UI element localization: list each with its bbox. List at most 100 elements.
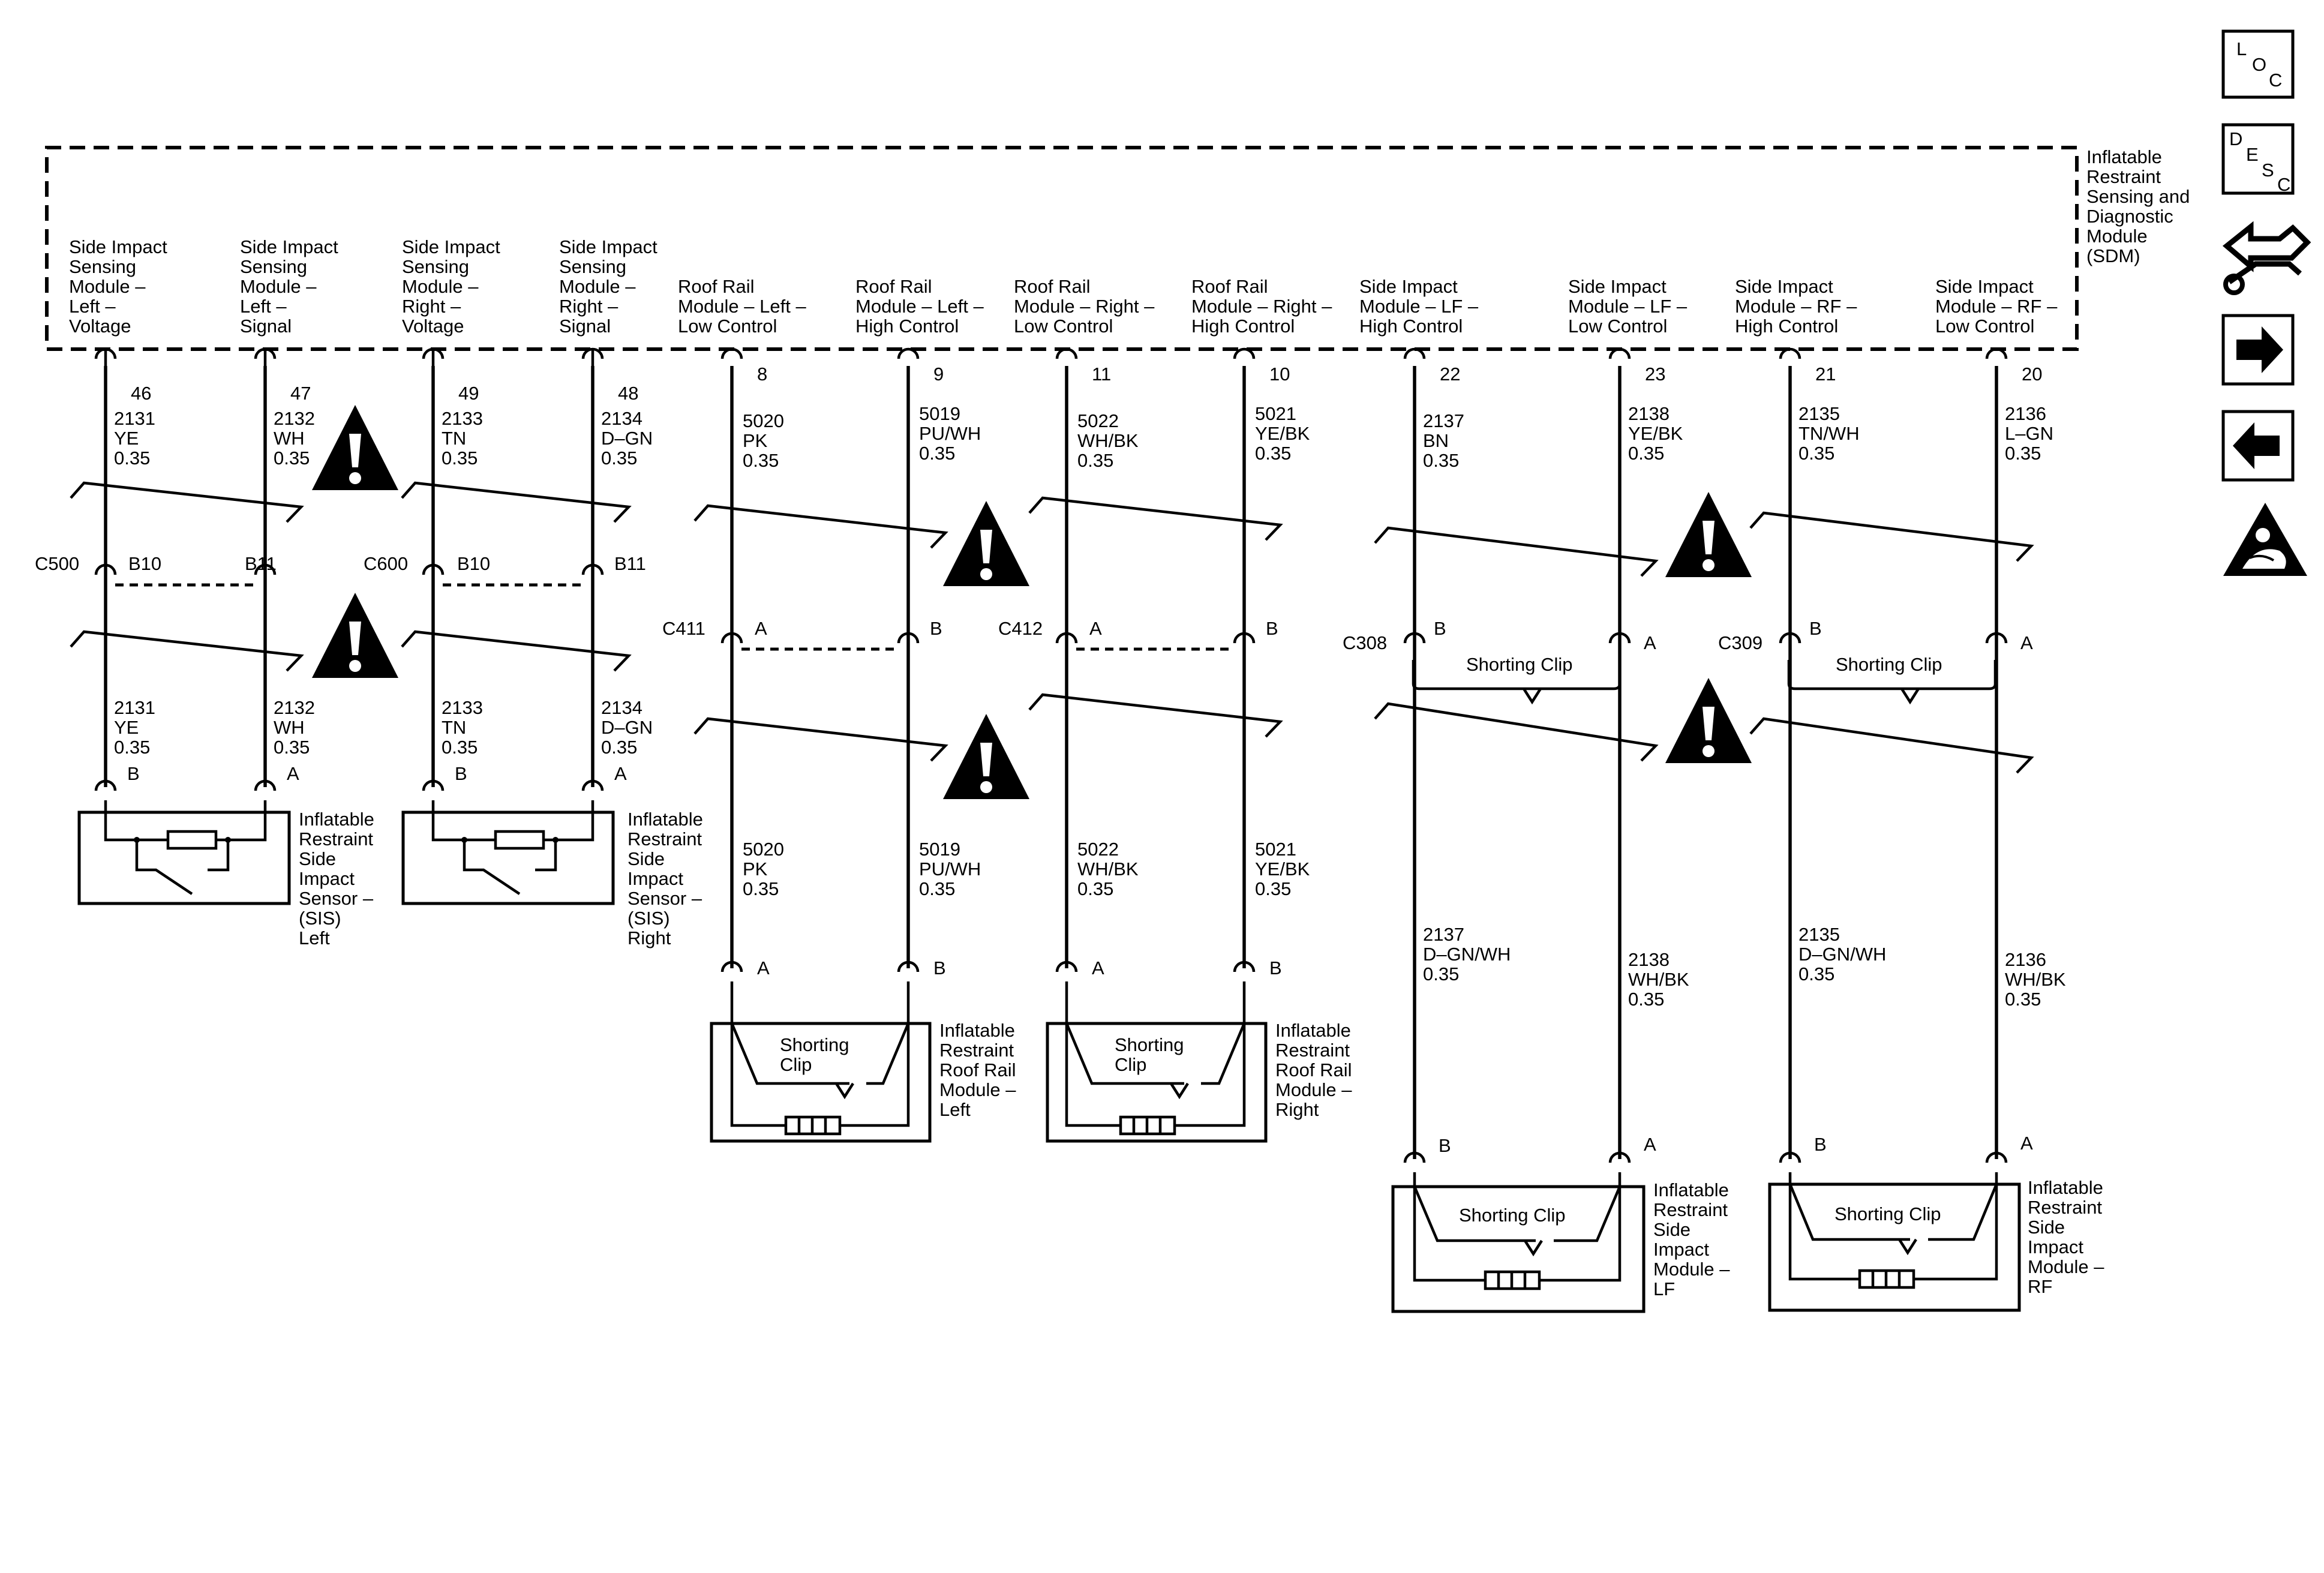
sdm-module-label: Inflatable Restraint Sensing and Diagnos… (2086, 146, 2190, 266)
svg-text:Impact: Impact (627, 868, 683, 889)
svg-text:5019: 5019 (919, 839, 960, 860)
svg-text:5022: 5022 (1077, 410, 1119, 431)
connector-c500: C500 B10 B11 (35, 553, 277, 587)
svg-text:A: A (1089, 618, 1102, 639)
sdm-pin-label-20: Side Impact Module – RF – Low Control (1935, 276, 2058, 337)
arrow-left-icon[interactable] (2221, 410, 2295, 482)
svg-text:Side: Side (299, 848, 336, 869)
warning-icon[interactable] (1665, 678, 1752, 763)
desc-icon[interactable]: D E S C (2221, 123, 2295, 195)
svg-text:0.35: 0.35 (1628, 989, 1664, 1010)
svg-text:WH/BK: WH/BK (1077, 858, 1139, 879)
svg-text:Module – Left –: Module – Left – (855, 296, 984, 317)
sdm-label-line: Restraint (2086, 166, 2161, 187)
svg-text:0.35: 0.35 (1423, 963, 1459, 984)
svg-text:Side: Side (1653, 1219, 1691, 1240)
svg-text:2132: 2132 (274, 697, 315, 718)
warning-icon[interactable] (943, 501, 1029, 586)
svg-text:Low Control: Low Control (1014, 316, 1113, 337)
svg-text:B11: B11 (614, 553, 646, 574)
svg-text:0.35: 0.35 (442, 737, 478, 758)
svg-text:Module – Right –: Module – Right – (1014, 296, 1155, 317)
pin-label: A (757, 957, 770, 978)
shorting-clip-label: Shorting (780, 1034, 849, 1055)
shorting-clip-label: Shorting Clip (1459, 1205, 1565, 1226)
svg-text:B: B (1266, 618, 1278, 639)
svg-text:2136: 2136 (2005, 403, 2046, 424)
svg-text:2135: 2135 (1798, 924, 1840, 945)
svg-text:WH: WH (274, 717, 305, 738)
svg-text:2136: 2136 (2005, 949, 2046, 970)
svg-text:Module – RF –: Module – RF – (1735, 296, 1857, 317)
warning-icon[interactable] (1665, 492, 1752, 577)
pin-label: A (614, 763, 627, 784)
svg-text:0.35: 0.35 (743, 878, 779, 899)
svg-text:Sensor –: Sensor – (299, 888, 374, 909)
airbag-warning-icon[interactable] (2223, 503, 2307, 576)
svg-text:RF: RF (2028, 1276, 2052, 1297)
svg-text:PK: PK (743, 858, 768, 879)
svg-text:Module –: Module – (1275, 1079, 1352, 1100)
svg-text:Side: Side (627, 848, 665, 869)
svg-text:LF: LF (1653, 1278, 1675, 1299)
svg-text:Low Control: Low Control (1568, 316, 1667, 337)
connector-tool-icon[interactable] (2222, 221, 2311, 295)
side-impact-module-rf: B A Shorting Clip Inflatable Restraint S… (1768, 1133, 2104, 1312)
sdm-pin-label-49: Side Impact Sensing Module – Right – Vol… (402, 236, 500, 337)
svg-text:Signal: Signal (559, 316, 611, 337)
svg-text:Right: Right (627, 927, 671, 948)
svg-text:Voltage: Voltage (69, 316, 131, 337)
pin-label: B (933, 957, 946, 978)
warning-icon[interactable] (943, 714, 1029, 799)
arrow-right-icon[interactable] (2221, 314, 2295, 386)
svg-text:High Control: High Control (1191, 316, 1295, 337)
sdm-pin-label-9: Roof Rail Module – Left – High Control (855, 276, 984, 337)
pin-number: 21 (1815, 364, 1836, 385)
pin-number: 8 (757, 364, 767, 385)
svg-text:Roof Rail: Roof Rail (1014, 276, 1091, 297)
connector-c600: C600 B10 B11 (364, 553, 646, 587)
svg-text:B: B (1434, 618, 1446, 639)
svg-text:C500: C500 (35, 553, 79, 574)
twisted-pair-marks (70, 481, 2034, 774)
svg-text:Restraint: Restraint (2028, 1197, 2102, 1218)
svg-text:Low Control: Low Control (678, 316, 777, 337)
svg-text:High Control: High Control (1359, 316, 1463, 337)
svg-text:C600: C600 (364, 553, 408, 574)
svg-text:5019: 5019 (919, 403, 960, 424)
svg-text:WH: WH (274, 428, 305, 449)
loc-icon[interactable]: L O C (2221, 29, 2295, 99)
svg-text:Impact: Impact (2028, 1236, 2083, 1257)
svg-text:D–GN: D–GN (601, 717, 653, 738)
svg-text:0.35: 0.35 (1423, 450, 1459, 471)
svg-text:Side Impact: Side Impact (69, 236, 167, 257)
svg-text:YE/BK: YE/BK (1255, 423, 1310, 444)
pin-number: 23 (1645, 364, 1665, 385)
svg-text:Sensing: Sensing (559, 256, 626, 277)
pin-label: A (2020, 1133, 2033, 1154)
svg-text:2137: 2137 (1423, 924, 1464, 945)
svg-text:0.35: 0.35 (601, 737, 637, 758)
svg-text:Sensing: Sensing (69, 256, 136, 277)
warning-icon[interactable] (312, 593, 398, 678)
side-impact-lf-label: Inflatable Restraint Side Impact Module … (1653, 1179, 1730, 1299)
svg-text:Side Impact: Side Impact (1935, 276, 2034, 297)
terminal-symbols (94, 347, 2008, 1163)
svg-text:PK: PK (743, 430, 768, 451)
svg-text:YE: YE (114, 428, 139, 449)
connector-c309: C309 B A Shorting Clip (1718, 618, 2033, 705)
svg-text:Side Impact: Side Impact (559, 236, 657, 257)
svg-text:Low Control: Low Control (1935, 316, 2034, 337)
svg-text:0.35: 0.35 (919, 443, 955, 464)
svg-text:Module –: Module – (1653, 1259, 1730, 1280)
sdm-pin-label-23: Side Impact Module – LF – Low Control (1568, 276, 1688, 337)
svg-text:BN: BN (1423, 430, 1449, 451)
warning-icon[interactable] (312, 405, 398, 490)
shorting-clip-label: Shorting Clip (1836, 654, 1942, 675)
svg-text:0.35: 0.35 (1255, 878, 1291, 899)
svg-text:Side Impact: Side Impact (1359, 276, 1458, 297)
